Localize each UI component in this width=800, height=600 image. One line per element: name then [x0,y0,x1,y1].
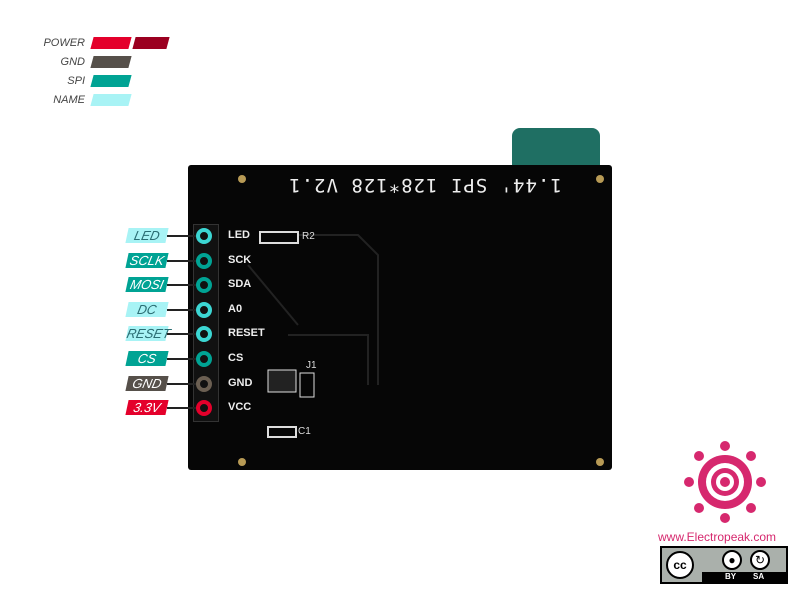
pin-pad [196,400,212,417]
pin-label-dc: DC [125,301,169,317]
pin-silkscreen: A0 [228,302,243,315]
pin-leader-line [167,284,197,287]
pin-leader-line [167,333,197,336]
pin-leader-line [167,308,197,311]
legend-label: NAME [53,94,85,106]
board-title-silkscreen: 1.44' SPI 128*128 V2.1 [288,174,562,196]
pin-leader-line [167,382,197,385]
pin-leader-line [167,235,197,237]
legend-swatch [132,37,170,49]
legend-label: POWER [43,37,85,49]
attribution-icon: ● [722,550,742,570]
pin-pad [196,252,212,269]
legend-label: GND [60,56,85,68]
mounting-hole [238,175,246,183]
pin-label-cs: CS [125,351,169,366]
pin-pad [196,375,212,392]
pin-pad [196,351,212,367]
pin-leader-line [167,259,197,262]
share-alike-icon: ↻ [750,550,770,570]
pin-pad [196,277,212,294]
website-link[interactable]: www.Electropeak.com [658,530,777,544]
pin-label-sclk: SCLK [125,252,169,268]
silk-r2: R2 [302,231,315,242]
sa-label: SA [753,572,765,581]
mounting-hole [596,458,604,466]
legend-label: SPI [67,75,85,87]
mounting-hole [238,458,246,466]
pcb-traces [247,231,379,438]
pin-silkscreen: LED [228,229,250,241]
silk-c1: C1 [298,426,311,437]
pin-label-led: LED [125,228,169,243]
pin-label-mosi: MOSI [125,277,169,293]
mounting-hole [596,175,604,183]
pin-pad [196,301,212,318]
legend-swatch [90,75,132,87]
pin-silkscreen: VCC [228,401,252,414]
pin-silkscreen: SDA [228,278,252,291]
pin-label-gnd: GND [125,375,169,391]
display-connector-tab [512,128,600,168]
pin-silkscreen: CS [228,352,244,364]
cc-license-badge[interactable]: cc ● ↻ BY SA [660,546,788,584]
pin-leader-line [167,407,197,410]
legend-swatch [90,56,132,68]
by-label: BY [725,572,737,581]
electropeak-logo [684,441,766,523]
lcd-module-board: R2 J1 C1 [188,165,612,470]
pin-pad [196,228,212,244]
cc-icon: cc [666,551,694,579]
pin-label-33v: 3.3V [125,400,169,416]
pin-silkscreen: SCK [228,253,252,266]
silk-j1: J1 [306,360,317,371]
pin-silkscreen: GND [228,376,253,389]
pin-leader-line [167,358,197,360]
legend-swatch [90,37,132,49]
pin-silkscreen: RESET [228,327,265,340]
legend-swatch [90,94,132,106]
pin-pad [196,326,212,343]
pin-label-reset: RESET [125,326,172,342]
